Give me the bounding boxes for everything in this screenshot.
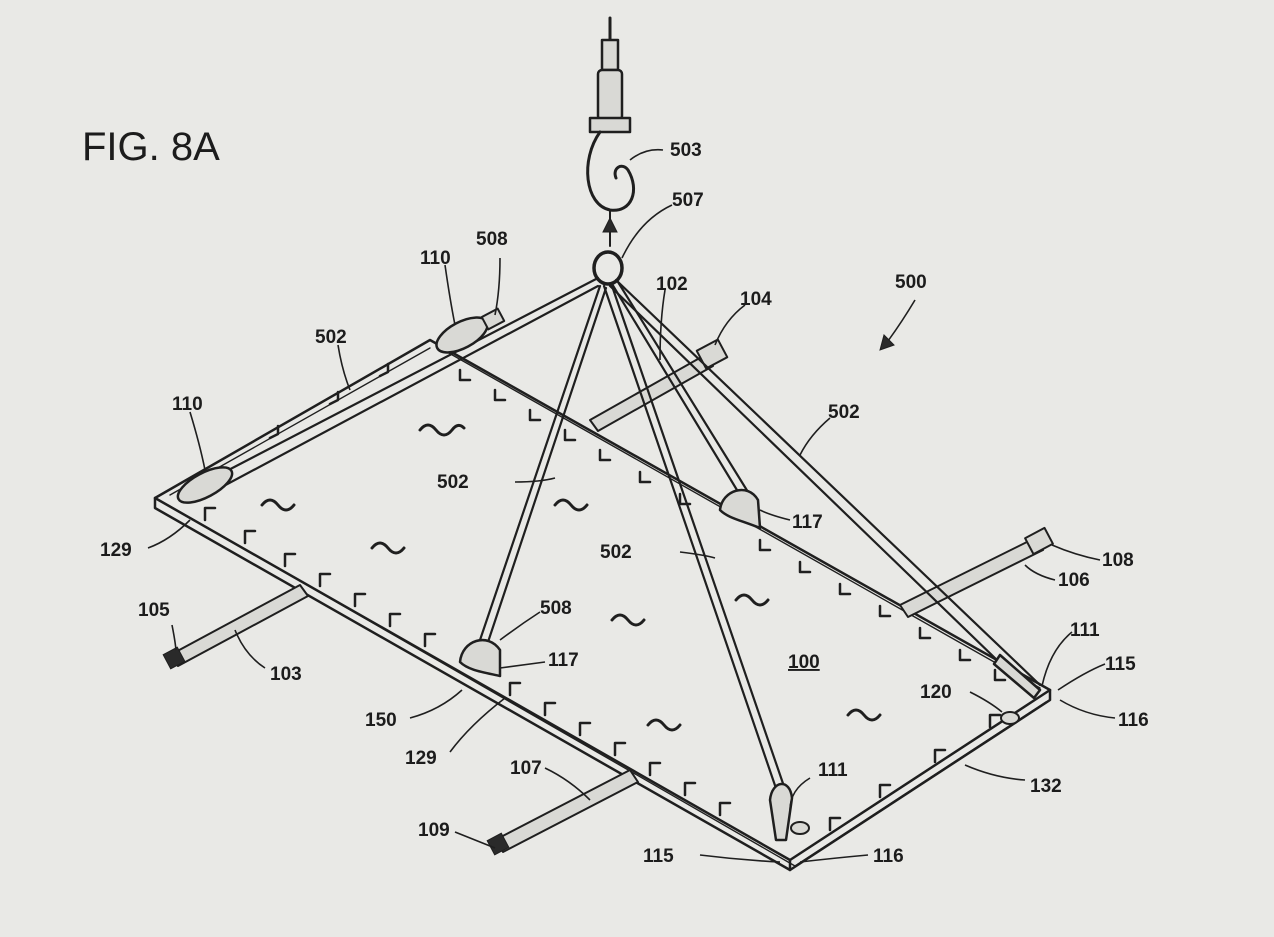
label-508-lower: 508 <box>540 598 572 619</box>
label-150: 150 <box>365 710 397 731</box>
mat-texture <box>260 423 882 732</box>
label-502-top: 502 <box>315 327 347 348</box>
label-111-lower: 111 <box>818 760 848 781</box>
master-ring <box>592 250 624 286</box>
label-502-center: 502 <box>600 542 632 563</box>
label-116-lower: 116 <box>873 846 904 867</box>
label-107: 107 <box>510 758 542 779</box>
figure-title: FIG. 8A <box>82 125 220 169</box>
shackles <box>176 307 1042 842</box>
label-106: 106 <box>1058 570 1090 591</box>
edge-clips <box>203 362 1007 832</box>
label-117-right: 117 <box>792 512 823 533</box>
label-117-lower: 117 <box>548 650 579 671</box>
label-105: 105 <box>138 600 170 621</box>
label-103: 103 <box>270 664 302 685</box>
label-110-left: 110 <box>172 394 203 415</box>
label-116-right: 116 <box>1118 710 1149 731</box>
label-503: 503 <box>670 140 702 161</box>
reference-labels: 503 507 500 508 110 102 104 502 110 502 … <box>100 140 1149 867</box>
label-108: 108 <box>1102 550 1134 571</box>
label-109: 109 <box>418 820 450 841</box>
label-502-right: 502 <box>828 402 860 423</box>
label-500: 500 <box>895 272 927 293</box>
lift-bars <box>162 338 1054 856</box>
label-102: 102 <box>656 274 688 295</box>
crane-hook <box>586 16 636 247</box>
label-111-right: 111 <box>1070 620 1100 641</box>
label-129-left: 129 <box>100 540 132 561</box>
leaders <box>147 148 1116 863</box>
label-110-top: 110 <box>420 248 451 269</box>
label-129-lower: 129 <box>405 748 437 769</box>
label-508-top: 508 <box>476 229 508 250</box>
label-120: 120 <box>920 682 952 703</box>
label-100: 100 <box>788 652 820 673</box>
label-115-right: 115 <box>1105 654 1136 675</box>
label-502-mid: 502 <box>437 472 469 493</box>
label-507: 507 <box>672 190 704 211</box>
slings <box>188 276 1042 802</box>
label-132: 132 <box>1030 776 1062 797</box>
label-104: 104 <box>740 289 772 310</box>
label-115-lower: 115 <box>643 846 674 867</box>
